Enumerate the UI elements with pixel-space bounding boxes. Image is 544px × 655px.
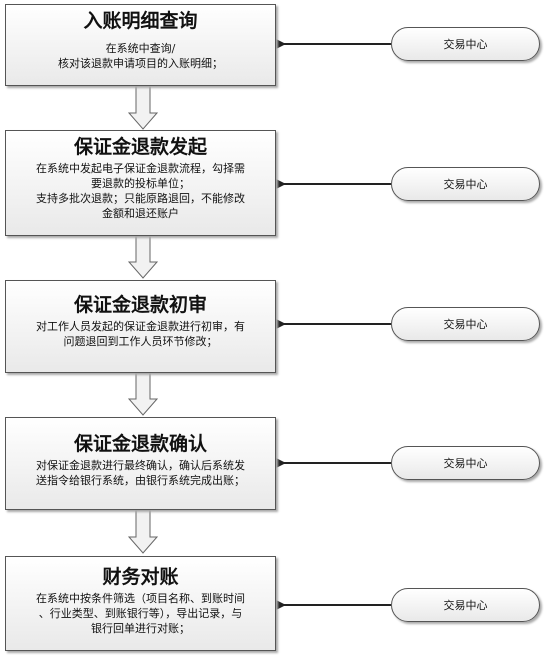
step-desc-line: 银行回单进行对账； <box>91 622 190 635</box>
source-label: 交易中心 <box>443 318 488 331</box>
source-label: 交易中心 <box>443 178 488 191</box>
step-desc-line: 对保证金退款进行最终确认，确认后系统发 <box>36 459 245 472</box>
step-desc-line: 金额和退还账户 <box>102 207 179 220</box>
step-desc-line: 支持多批次退款；只能原路退回，不能修改 <box>36 192 245 205</box>
step-box-3: 保证金退款初审 对工作人员发起的保证金退款进行初审，有 问题退回到工作人员环节修… <box>5 280 276 373</box>
step-desc-line: 在系统中查询/ <box>105 42 176 55</box>
source-node-2: 交易中心 <box>391 167 540 201</box>
step-box-1: 入账明细查询 在系统中查询/ 核对该退款申请项目的入账明细； <box>5 4 276 86</box>
step-title: 入账明细查询 <box>83 10 198 32</box>
step-title: 保证金退款发起 <box>73 136 207 158</box>
flow-arrow-4 <box>127 509 159 554</box>
flow-arrow-3 <box>127 372 159 416</box>
flow-arrow-2 <box>127 235 159 279</box>
step-desc-line: 问题退回到工作人员环节修改； <box>63 335 218 348</box>
step-desc-line: 在系统中发起电子保证金退款流程，勾择需 <box>36 162 245 175</box>
step-desc-line: 对工作人员发起的保证金退款进行初审，有 <box>36 320 245 333</box>
step-title: 保证金退款确认 <box>73 433 207 455</box>
step-box-4: 保证金退款确认 对保证金退款进行最终确认，确认后系统发 送指令给银行系统，由银行… <box>5 417 276 510</box>
step-desc-line: 送指令给银行系统，由银行系统完成出账； <box>36 474 245 487</box>
source-node-1: 交易中心 <box>391 27 540 61</box>
source-label: 交易中心 <box>443 38 488 51</box>
source-node-3: 交易中心 <box>391 307 540 341</box>
step-desc-line: 、行业类型、到账银行等），导出记录，与 <box>38 607 243 620</box>
step-title: 保证金退款初审 <box>73 294 207 316</box>
step-box-5: 财务对账 在系统中按条件筛选（项目名称、到账时间 、行业类型、到账银行等），导出… <box>5 556 276 651</box>
source-node-5: 交易中心 <box>391 588 540 622</box>
step-desc-line: 在系统中按条件筛选（项目名称、到账时间 <box>36 592 245 605</box>
step-box-2: 保证金退款发起 在系统中发起电子保证金退款流程，勾择需 要退款的投标单位； 支持… <box>5 130 276 236</box>
source-label: 交易中心 <box>443 599 488 612</box>
step-desc-line: 核对该退款申请项目的入账明细； <box>58 57 223 70</box>
step-title: 财务对账 <box>102 566 179 588</box>
source-label: 交易中心 <box>443 457 488 470</box>
step-desc-line: 要退款的投标单位； <box>91 177 190 190</box>
source-node-4: 交易中心 <box>391 446 540 480</box>
flow-arrow-1 <box>127 85 159 130</box>
